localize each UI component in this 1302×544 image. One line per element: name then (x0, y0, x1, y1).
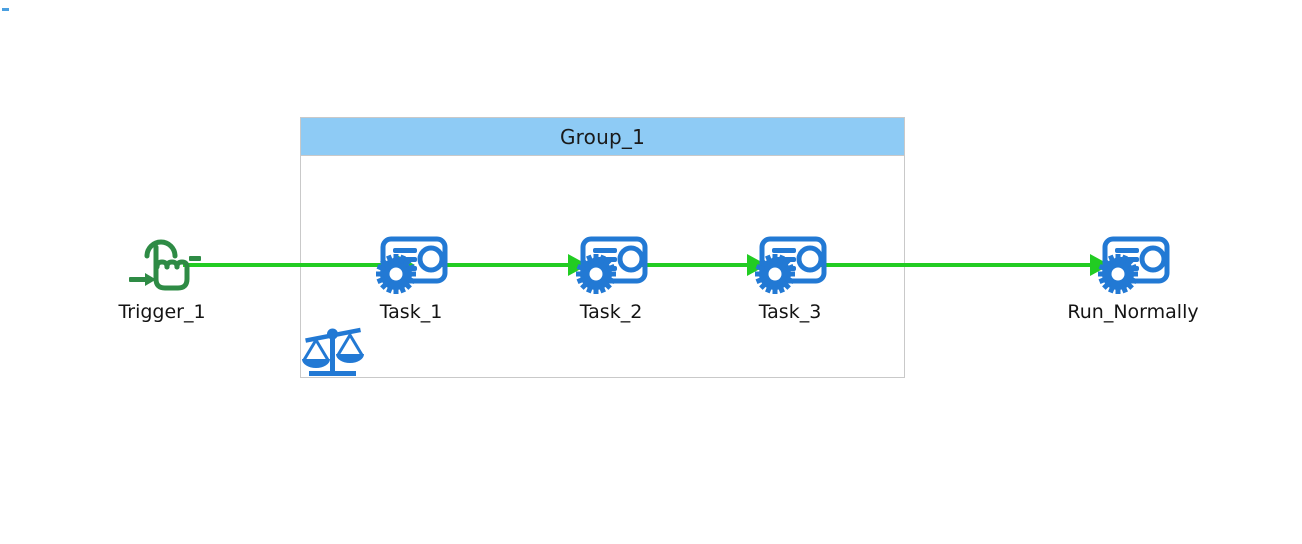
canvas-corner-artifact (2, 8, 9, 11)
node-label-task-1: Task_1 (379, 301, 443, 323)
node-task-3[interactable]: Task_3 (710, 234, 870, 323)
task-gear-card-icon (576, 236, 648, 294)
group-header-label: Group_1 (559, 124, 645, 149)
node-trigger-1[interactable]: Trigger_1 (82, 234, 242, 323)
node-label-task-2: Task_2 (579, 301, 643, 323)
node-icon-wrapper (82, 234, 242, 296)
node-run-normally[interactable]: Run_Normally (1053, 234, 1213, 323)
node-icon-wrapper (531, 234, 691, 296)
task-gear-card-icon (376, 236, 448, 294)
node-icon-wrapper (331, 234, 491, 296)
task-gear-card-icon (1098, 236, 1170, 294)
balance-scale-icon[interactable] (299, 322, 365, 380)
task-gear-card-icon (755, 236, 827, 294)
node-task-2[interactable]: Task_2 (531, 234, 691, 323)
hand-click-trigger-icon (129, 239, 201, 291)
node-icon-wrapper (1053, 234, 1213, 296)
group-header-group-1[interactable]: Group_1 (300, 117, 905, 156)
node-task-1[interactable]: Task_1 (331, 234, 491, 323)
node-label-trigger-1: Trigger_1 (118, 301, 206, 323)
node-label-task-3: Task_3 (758, 301, 822, 323)
node-label-run-normally: Run_Normally (1067, 301, 1199, 323)
node-icon-wrapper (710, 234, 870, 296)
